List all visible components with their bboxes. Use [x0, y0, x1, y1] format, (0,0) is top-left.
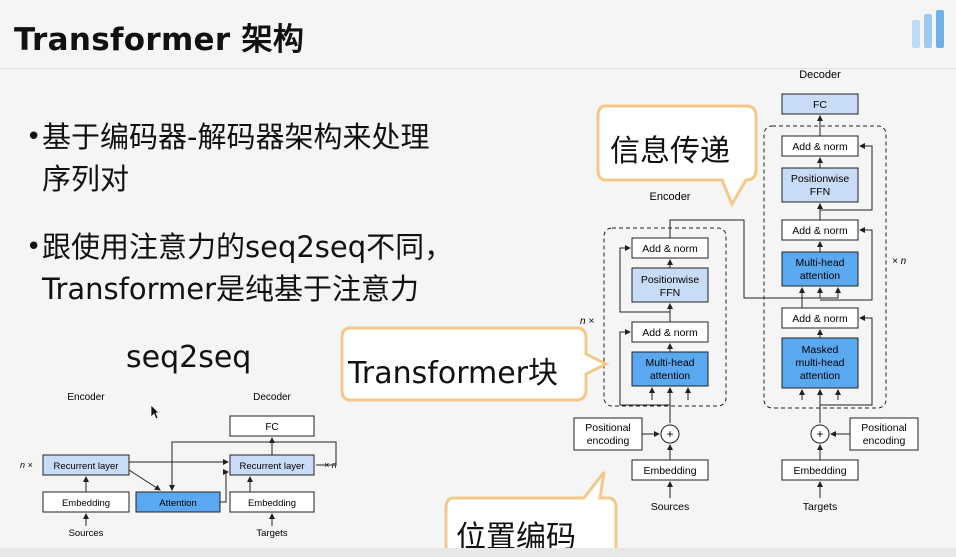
tf-enc-addnorm-top-label: Add & norm: [642, 243, 698, 255]
tf-encoder-label: Encoder: [650, 191, 691, 203]
seq-fc-label: FC: [265, 422, 278, 433]
tf-dec-mha-box: [781, 251, 859, 287]
tf-dec-masked-label-1: Masked: [802, 344, 839, 356]
tf-enc-embedding-label: Embedding: [643, 465, 696, 477]
tf-decoder-times-n: × n: [892, 256, 907, 267]
tf-fc-box: [781, 93, 859, 115]
callout-transformer-block-bubble: [340, 326, 610, 402]
seq-decoder-label: Decoder: [253, 392, 291, 403]
tf-dec-masked-box: [781, 337, 859, 389]
tf-enc-positional-label-2: encoding: [587, 435, 630, 447]
bullet-2: • 跟使用注意力的seq2seq不同， Transformer是纯基于注意力: [26, 226, 454, 310]
tf-dec-addnorm-3-label: Add & norm: [792, 313, 848, 325]
tf-fc-label: FC: [813, 99, 827, 111]
tf-enc-mha-label-2: attention: [650, 370, 690, 382]
bullet-dot: •: [26, 232, 42, 262]
tf-dec-plus-label: +: [816, 427, 823, 441]
tf-enc-plus-icon: [660, 424, 680, 444]
seq-encoder-recurrent-box: [42, 454, 130, 476]
tf-enc-ffn-label-1: Positionwise: [641, 274, 700, 286]
bullet-dot: •: [26, 122, 42, 152]
seq-encoder-recurrent-label: Recurrent layer: [54, 461, 119, 472]
tf-decoder-label: Decoder: [799, 69, 841, 81]
tf-dec-addnorm-3: [781, 307, 859, 329]
tf-enc-mha-label-1: Multi-head: [645, 357, 694, 369]
tf-dec-mha-label-1: Multi-head: [795, 257, 844, 269]
bullet-1-line-1: 基于编码器-解码器架构来处理: [42, 120, 430, 154]
seq2seq-diagram: Encoder Decoder FC n × Recurrent layer R…: [20, 392, 337, 539]
seq-decoder-embedding-box: [229, 491, 315, 513]
seq-encoder-label: Encoder: [67, 392, 105, 403]
tf-sources-label: Sources: [651, 501, 690, 513]
tf-dec-ffn-label-1: Positionwise: [791, 173, 850, 185]
tf-enc-ffn-box: [631, 267, 709, 303]
callout-info-transfer: 信息传递: [610, 134, 730, 169]
tf-dec-ffn-box: [781, 167, 859, 203]
tf-dec-addnorm-2-label: Add & norm: [792, 225, 848, 237]
seq-decoder-embedding-label: Embedding: [248, 498, 296, 509]
tf-targets-label: Targets: [803, 501, 837, 513]
tf-dec-embedding-label: Embedding: [793, 465, 846, 477]
seq-encoder-embedding-label: Embedding: [62, 498, 110, 509]
seq-targets-label: Targets: [256, 528, 287, 539]
seq2seq-heading: seq2seq: [126, 340, 252, 375]
callout-info-transfer-bubble: [596, 104, 758, 208]
seq-arrows: [83, 437, 337, 526]
seq-attention-label: Attention: [159, 498, 197, 509]
bullet-2-line-1: 跟使用注意力的seq2seq不同，: [42, 230, 454, 264]
callout-positional-encoding-bubble: [444, 471, 618, 557]
tf-dec-mha-label-2: attention: [800, 270, 840, 282]
title-divider: [0, 68, 956, 69]
tf-dec-masked-label-3: attention: [800, 370, 840, 382]
tf-dec-masked-label-2: multi-head: [795, 357, 844, 369]
tf-dec-positional-label-1: Positional: [861, 422, 907, 434]
tf-dec-positional-label-2: encoding: [863, 435, 906, 447]
tf-enc-plus-label: +: [666, 427, 673, 441]
watermark-logo-icon: [912, 10, 944, 48]
tf-encoder-block: [603, 227, 727, 407]
tf-enc-ffn-label-2: FFN: [660, 287, 680, 299]
tf-enc-positional-label-1: Positional: [585, 422, 631, 434]
tf-dec-addnorm-1-label: Add & norm: [792, 141, 848, 153]
tf-arrows: [619, 115, 873, 498]
bullet-1: • 基于编码器-解码器架构来处理 序列对: [26, 116, 430, 200]
mouse-cursor-icon: [150, 404, 160, 420]
transformer-diagram: Encoder Decoder n × × n FC Add & norm Po…: [573, 69, 919, 513]
tf-encoder-n-times: n ×: [580, 316, 594, 327]
callout-transformer-block: Transformer块: [348, 356, 559, 391]
bullet-1-line-2: 序列对: [42, 162, 130, 196]
tf-dec-plus-icon: [810, 424, 830, 444]
seq-fc-box: [229, 415, 315, 437]
seq-decoder-recurrent-label: Recurrent layer: [240, 461, 305, 472]
bottom-caption-strip: [0, 548, 956, 557]
bullet-2-line-2: Transformer是纯基于注意力: [42, 272, 420, 306]
tf-dec-ffn-label-2: FFN: [810, 186, 830, 198]
seq-sources-label: Sources: [69, 528, 104, 539]
tf-enc-positional-box: [573, 417, 643, 451]
slide-title: Transformer 架构: [14, 22, 305, 58]
tf-enc-addnorm-bottom-label: Add & norm: [642, 327, 698, 339]
tf-decoder-block: [763, 125, 887, 409]
seq-n-times: n ×: [20, 460, 33, 470]
